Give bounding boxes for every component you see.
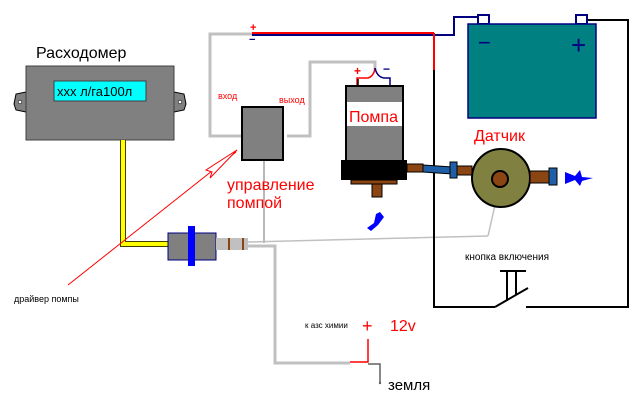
power-source-label: к азс химии bbox=[305, 321, 348, 330]
yellow-cable bbox=[120, 140, 170, 247]
power-switch: кнопка включения bbox=[465, 252, 549, 308]
driver-label: драйвер помпы bbox=[14, 294, 79, 304]
pump-minus-lead bbox=[374, 67, 391, 86]
control-box bbox=[241, 106, 284, 161]
sensor: Датчик bbox=[471, 128, 593, 208]
bus-minus-sign: − bbox=[249, 34, 255, 46]
bus-plus-sign: + bbox=[250, 22, 256, 34]
connector-tail bbox=[216, 238, 248, 250]
power-plus-wire bbox=[350, 339, 369, 363]
flowmeter-label: Расходомер bbox=[36, 45, 127, 62]
control-caption-line2: помпой bbox=[227, 195, 282, 212]
control-output-wire bbox=[287, 60, 377, 138]
pump-band bbox=[347, 102, 402, 126]
switch-circuit bbox=[433, 19, 629, 308]
battery-body bbox=[467, 23, 597, 119]
connector bbox=[167, 226, 248, 266]
switch-label: кнопка включения bbox=[465, 252, 549, 263]
pump-inlet-flow-icon bbox=[367, 212, 384, 231]
pump-outlet bbox=[406, 163, 424, 173]
pipe bbox=[422, 161, 473, 179]
sensor-hub bbox=[491, 170, 509, 188]
battery-positive-terminal bbox=[575, 14, 588, 25]
power-supply: к азс химии + 12v земля bbox=[305, 316, 430, 394]
battery-plus-sign: + bbox=[571, 30, 586, 60]
ground-wire bbox=[248, 244, 350, 365]
sensor-outlet bbox=[529, 170, 551, 184]
ground-label: земля bbox=[388, 377, 430, 394]
pump-label: Помпа bbox=[349, 109, 398, 126]
power-voltage: 12v bbox=[390, 318, 416, 335]
sensor-label: Датчик bbox=[474, 128, 526, 145]
battery-negative-wire bbox=[440, 16, 480, 36]
control-unit: вход выход управление помпой bbox=[218, 91, 315, 212]
battery-negative-terminal bbox=[477, 14, 490, 25]
flowmeter-body bbox=[25, 65, 175, 141]
battery: − + bbox=[467, 14, 597, 119]
driver-pointer: драйвер помпы bbox=[14, 149, 238, 304]
driver-arrowhead-icon bbox=[204, 149, 238, 179]
pump-plus-lead bbox=[356, 67, 376, 86]
pump-plus-sign: + bbox=[354, 64, 361, 78]
control-caption-line1: управление bbox=[227, 177, 315, 194]
flowmeter: Расходомер ххх л/га100л bbox=[13, 45, 187, 141]
control-input-wire bbox=[208, 32, 253, 138]
pump-inlet bbox=[371, 183, 383, 198]
pump-minus-sign: − bbox=[383, 62, 390, 76]
pump: + − Помпа bbox=[341, 62, 424, 231]
ground-lead bbox=[368, 363, 381, 382]
sensor-signal-wire bbox=[247, 235, 489, 243]
sensor-outflow-icon bbox=[565, 170, 593, 186]
pump-base bbox=[341, 160, 407, 180]
flowmeter-display-text: ххх л/га100л bbox=[57, 84, 132, 99]
gray-wires bbox=[208, 32, 377, 365]
control-input-label: вход bbox=[218, 91, 238, 101]
connector-ring bbox=[188, 226, 195, 266]
control-output-label: выход bbox=[279, 95, 305, 105]
power-plus-sign: + bbox=[362, 316, 373, 336]
flowmeter-display bbox=[53, 80, 147, 102]
battery-minus-sign: − bbox=[478, 30, 491, 55]
